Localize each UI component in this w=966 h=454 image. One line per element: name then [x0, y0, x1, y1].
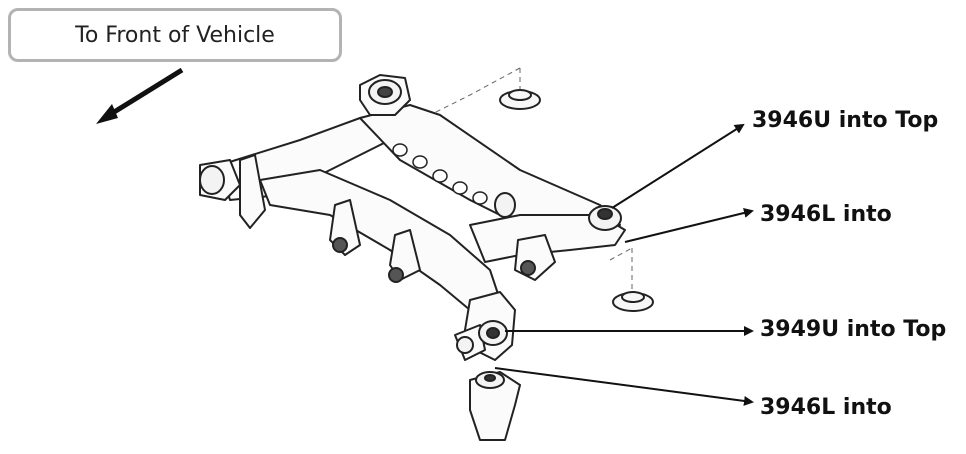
callout-leaders: [494, 123, 754, 406]
leader-3946l-front: [624, 208, 754, 243]
front-of-vehicle-label: To Front of Vehicle: [75, 22, 275, 48]
bushings: [199, 79, 622, 389]
front-of-vehicle-box: To Front of Vehicle: [8, 8, 342, 62]
isolator-pucks: [499, 89, 654, 312]
leader-3946l-rear: [494, 367, 754, 406]
callout-3946u-into-top: 3946U into Top: [752, 108, 939, 133]
leader-3946u-top: [611, 123, 745, 209]
subframe-body: [199, 74, 626, 441]
callout-3946l-into-rear: 3946L into: [760, 395, 892, 420]
front-direction-arrow: [96, 67, 184, 124]
callout-3949u-into-top: 3949U into Top: [760, 317, 947, 342]
callout-3946l-into-front: 3946L into: [760, 202, 892, 227]
rail-lightening-holes: [392, 143, 488, 205]
